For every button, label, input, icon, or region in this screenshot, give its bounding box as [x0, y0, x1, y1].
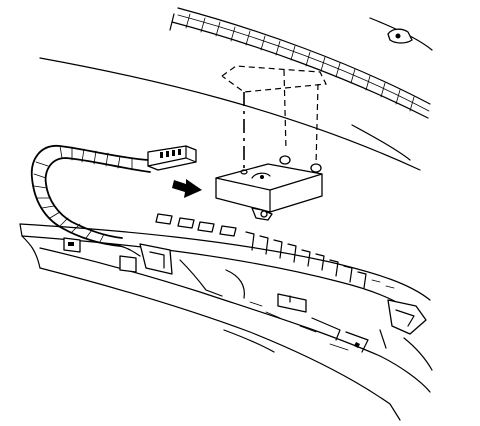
instrument-panel-carrier — [19, 213, 433, 421]
mounting-location-outline — [221, 65, 327, 170]
defroster-grille — [169, 7, 431, 119]
inflatable-restraint-sensing-module — [215, 155, 323, 221]
harness-connector — [147, 145, 197, 171]
wiring-harness — [30, 145, 151, 247]
retaining-clip — [387, 28, 413, 44]
connection-direction-arrow — [172, 179, 202, 198]
lower-bracket — [63, 237, 173, 275]
vent-openings — [155, 213, 395, 289]
carrier-left-edge — [19, 223, 141, 269]
